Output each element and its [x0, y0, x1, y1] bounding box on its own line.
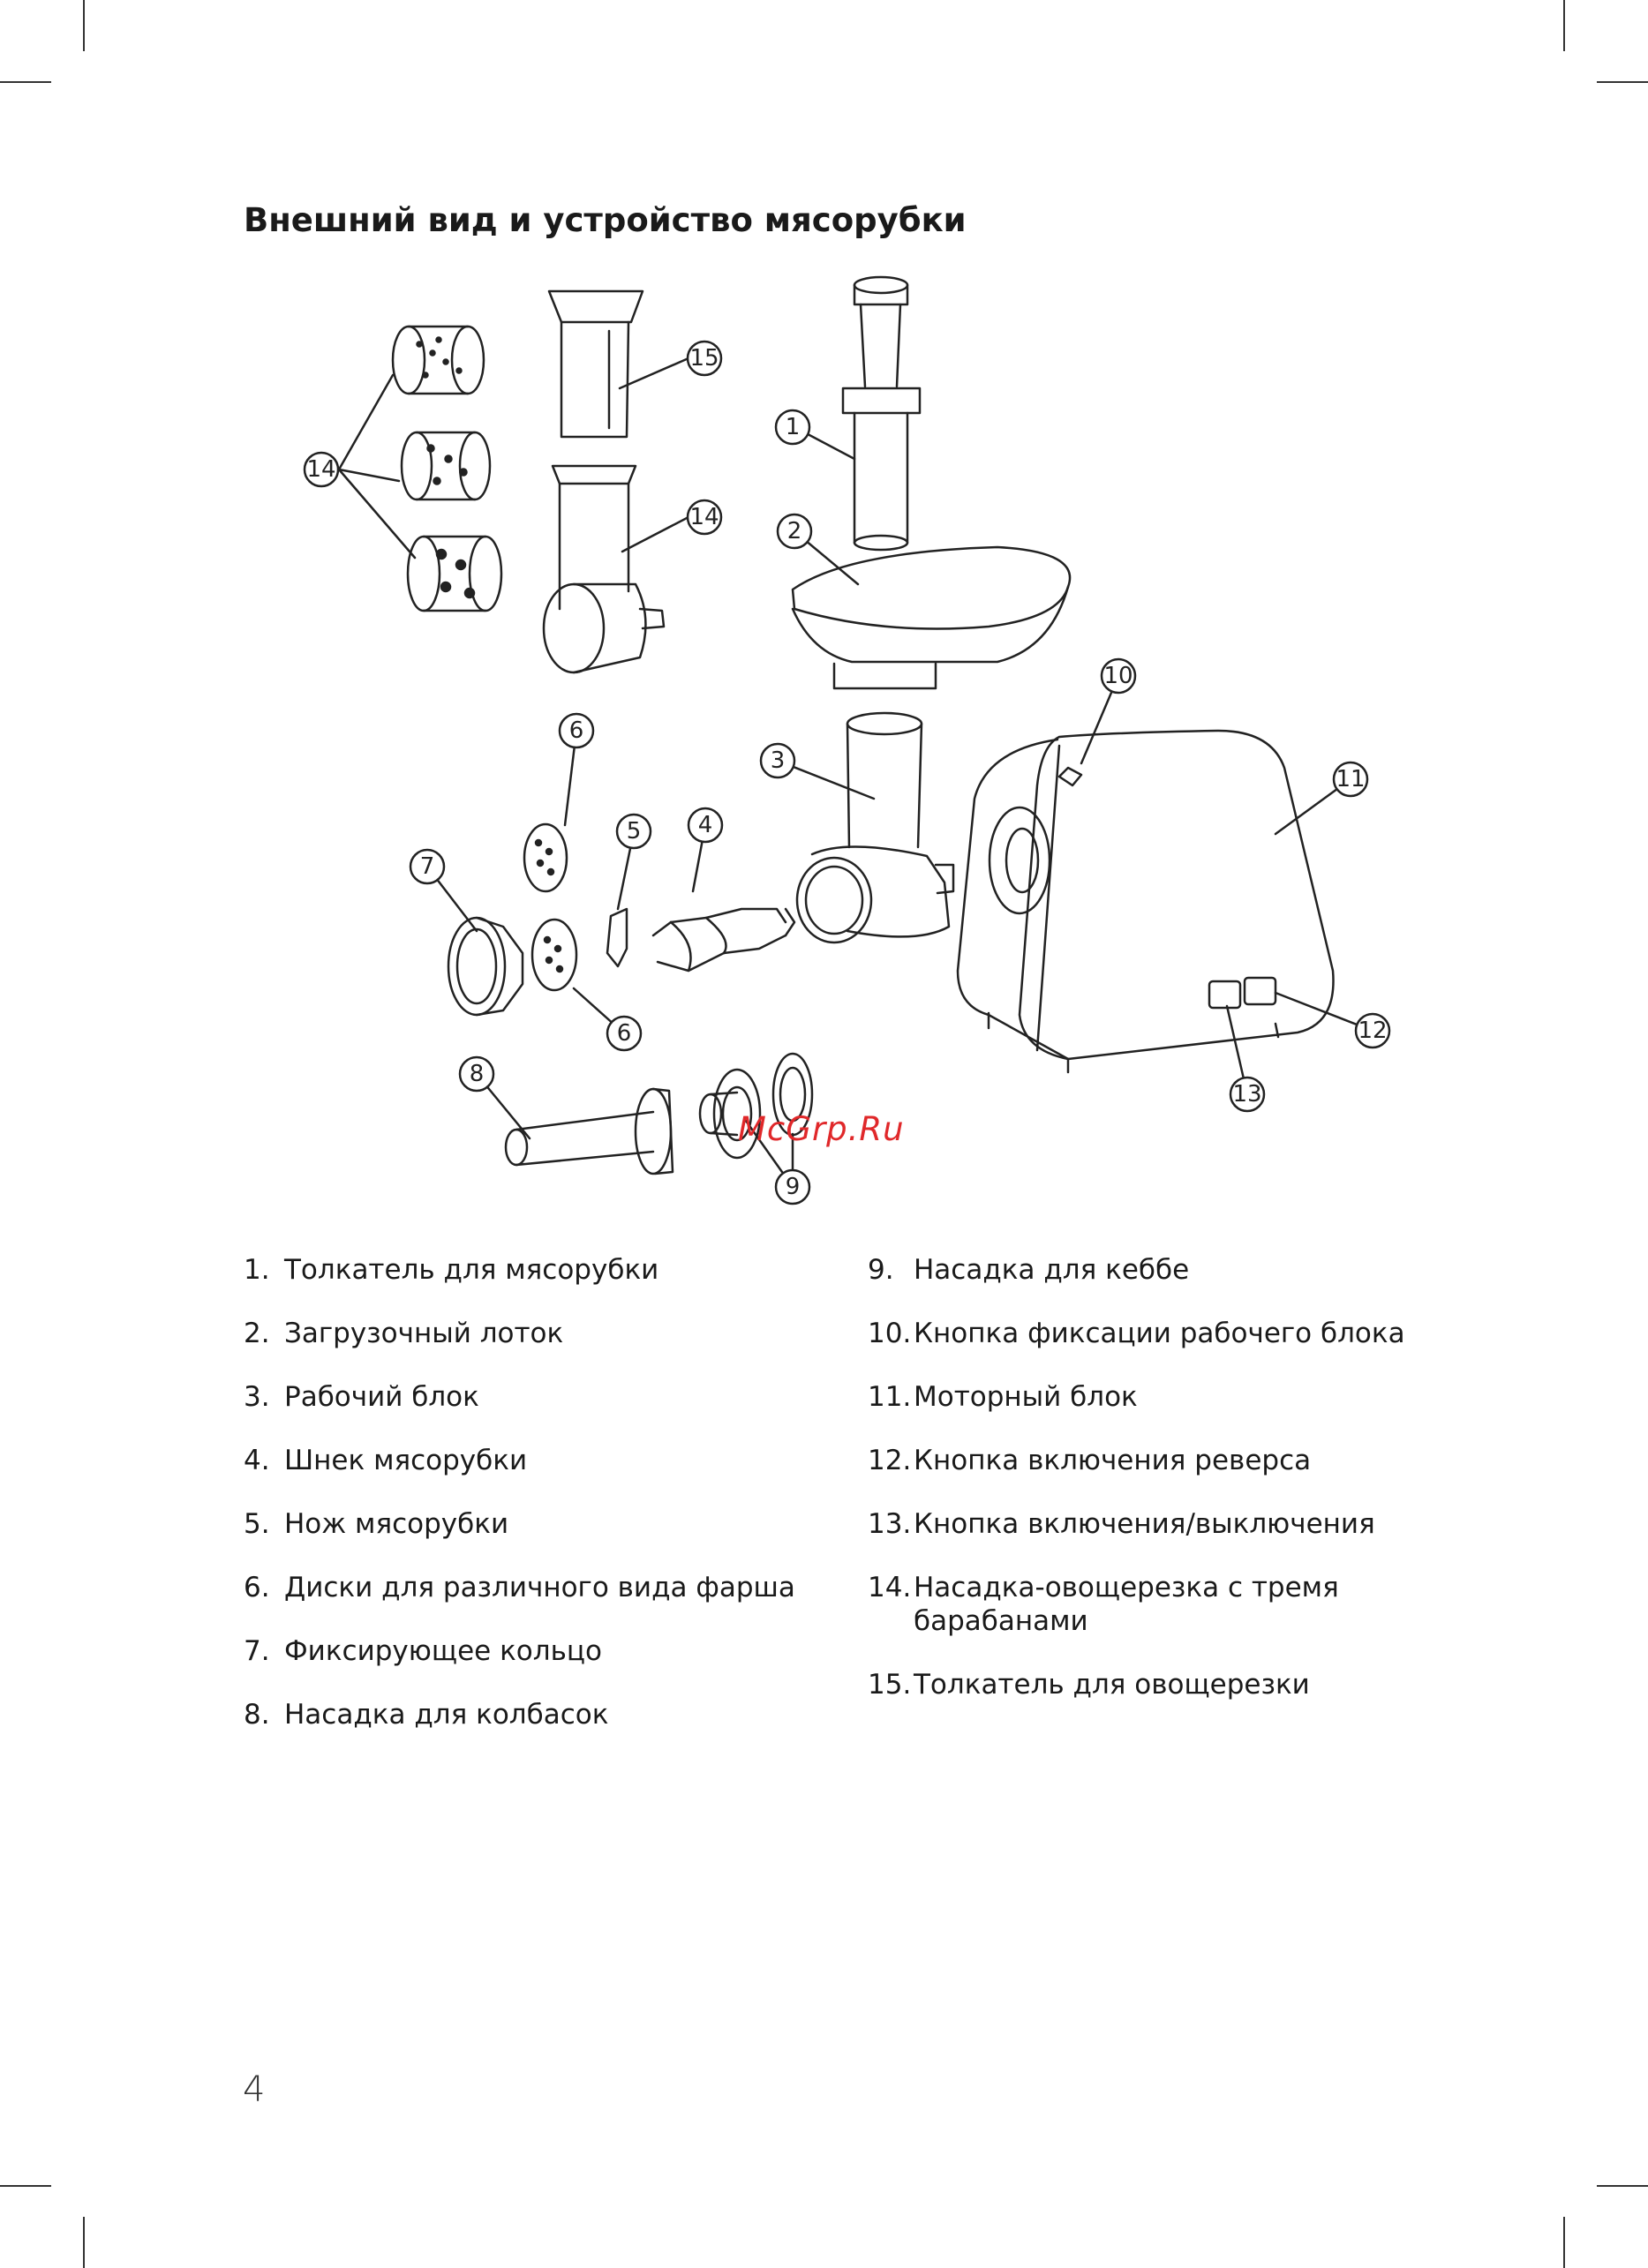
shredder-drum — [400, 431, 492, 501]
callout-label: 14 — [689, 504, 719, 530]
sausage-nozzle — [504, 1087, 674, 1175]
legend-number: 12. — [868, 1445, 912, 1476]
legend-text: Толкатель для овощерезки — [914, 1669, 1310, 1701]
page-title: Внешний вид и устройство мясорубки — [244, 201, 967, 239]
legend-item: 9. Насадка для кеббе — [868, 1253, 1503, 1287]
callout-label: 5 — [627, 818, 642, 845]
legend-text: Насадка-овощерезка с тремя барабанами — [914, 1572, 1339, 1637]
callout-label: 6 — [569, 717, 584, 744]
legend-number: 4. — [244, 1445, 270, 1476]
legend-text: Кнопка включения реверса — [914, 1445, 1312, 1476]
watermark: McGrp.Ru — [738, 1110, 905, 1148]
grinding-disc — [523, 822, 568, 893]
callout-label: 7 — [420, 853, 435, 880]
meat-pusher — [841, 275, 922, 552]
legend-number: 13. — [868, 1508, 912, 1540]
legend-number: 3. — [244, 1381, 270, 1413]
legend-text: Фиксирующее кольцо — [284, 1635, 602, 1667]
legend-number: 14. — [868, 1572, 912, 1603]
callout-label: 6 — [617, 1020, 632, 1047]
vegetable-pusher — [547, 289, 644, 439]
crop-mark — [1597, 2185, 1648, 2187]
vegetable-cutter — [542, 464, 666, 674]
legend-number: 9. — [868, 1254, 894, 1286]
legend-item: 2. Загрузочный лоток — [244, 1317, 809, 1350]
legend-item: 12.Кнопка включения реверса — [868, 1444, 1503, 1477]
legend-number: 1. — [244, 1254, 270, 1286]
callout-label: 15 — [689, 345, 719, 372]
legend-text: Насадка для колбасок — [284, 1699, 609, 1731]
crop-mark — [1563, 0, 1565, 51]
knife — [606, 907, 628, 968]
legend-number: 15. — [868, 1669, 912, 1701]
legend-number: 11. — [868, 1381, 912, 1413]
crop-mark — [0, 81, 51, 83]
legend-number: 2. — [244, 1318, 270, 1349]
exploded-diagram: 1 2 3 4 5 6 6 7 8 9 10 11 12 13 14 14 15 — [303, 275, 1391, 1205]
legend-text: Шнек мясорубки — [284, 1445, 528, 1476]
crop-mark — [83, 0, 85, 51]
callout-label: 11 — [1336, 766, 1365, 792]
legend-text: Насадка для кеббе — [914, 1254, 1190, 1286]
legend-number: 7. — [244, 1635, 270, 1667]
auger — [651, 907, 796, 973]
legend-number: 6. — [244, 1572, 270, 1603]
legend-number: 10. — [868, 1318, 912, 1349]
locking-ring — [447, 916, 524, 1017]
legend-item: 8. Насадка для колбасок — [244, 1698, 809, 1731]
legend-item: 14.Насадка-овощерезка с тремя барабанами — [868, 1571, 1503, 1638]
legend-item: 13.Кнопка включения/выключения — [868, 1507, 1503, 1541]
callout-label: 2 — [787, 518, 802, 544]
legend-text: Моторный блок — [914, 1381, 1138, 1413]
legend-text: Нож мясорубки — [284, 1508, 509, 1540]
callout-label: 9 — [786, 1174, 801, 1200]
legend-number: 8. — [244, 1699, 270, 1731]
parts-legend-right: 9. Насадка для кеббе 10.Кнопка фиксации р… — [868, 1253, 1503, 1731]
legend-item: 10.Кнопка фиксации рабочего блока — [868, 1317, 1503, 1350]
legend-text: Диски для различного вида фарша — [284, 1572, 795, 1603]
callout-label: 8 — [470, 1061, 485, 1087]
feed-tray — [791, 545, 1072, 690]
legend-item: 4. Шнек мясорубки — [244, 1444, 809, 1477]
legend-item: 1. Толкатель для мясорубки — [244, 1253, 809, 1287]
legend-item: 15.Толкатель для овощерезки — [868, 1668, 1503, 1701]
legend-text: Кнопка фиксации рабочего блока — [914, 1318, 1405, 1349]
legend-item: 5. Нож мясорубки — [244, 1507, 809, 1541]
page-number: 4 — [243, 2069, 266, 2110]
crop-mark — [0, 2185, 51, 2187]
legend-text: Загрузочный лоток — [284, 1318, 564, 1349]
callout-label: 10 — [1103, 663, 1133, 689]
legend-text: Рабочий блок — [284, 1381, 479, 1413]
grinding-disc — [531, 918, 578, 992]
callout-label: 1 — [786, 414, 801, 440]
crop-mark — [1597, 81, 1648, 83]
crop-mark — [83, 2217, 85, 2268]
shredder-drum — [406, 535, 503, 612]
callout-label: 4 — [698, 812, 713, 838]
legend-text: Толкатель для мясорубки — [284, 1254, 659, 1286]
callout-label: 3 — [771, 747, 786, 774]
legend-item: 11.Моторный блок — [868, 1380, 1503, 1414]
working-unit — [795, 711, 955, 944]
legend-item: 3. Рабочий блок — [244, 1380, 809, 1414]
crop-mark — [1563, 2217, 1565, 2268]
legend-item: 7. Фиксирующее кольцо — [244, 1634, 809, 1668]
legend-number: 5. — [244, 1508, 270, 1540]
parts-legend-left: 1. Толкатель для мясорубки 2. Загрузочный … — [244, 1253, 809, 1761]
callout-label: 13 — [1232, 1081, 1261, 1108]
callout-label: 12 — [1358, 1018, 1387, 1044]
legend-text: Кнопка включения/выключения — [914, 1508, 1375, 1540]
shredder-drum — [391, 325, 485, 395]
motor-unit — [956, 729, 1335, 1074]
legend-item: 6. Диски для различного вида фарша — [244, 1571, 809, 1604]
callout-label: 14 — [306, 456, 335, 483]
